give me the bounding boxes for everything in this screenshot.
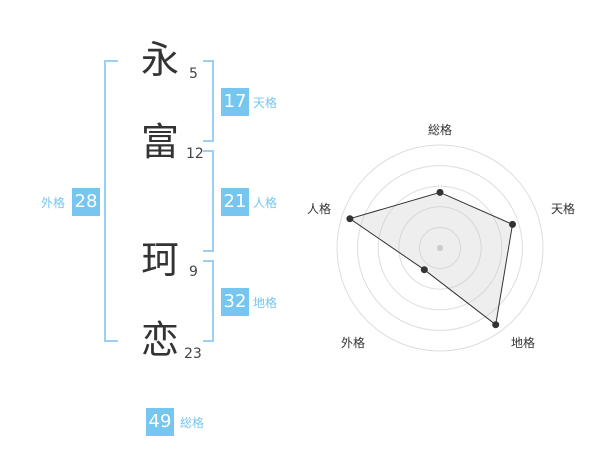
chikaku-value-badge: 32 <box>221 288 249 316</box>
gaikaku-label: 外格 <box>41 196 66 210</box>
gaikaku-value-badge: 28 <box>72 188 100 216</box>
radar-point-3 <box>420 266 428 274</box>
gaikaku-bracket <box>104 60 118 342</box>
fortune-radar-chart <box>336 144 544 352</box>
radar-point-1 <box>509 220 516 228</box>
stroke-count-4: 23 <box>184 346 202 362</box>
radar-point-2 <box>492 321 500 329</box>
tenkaku-value-badge: 17 <box>221 88 249 116</box>
tenkaku-bracket <box>203 60 214 142</box>
radar-grid-ring <box>336 144 544 352</box>
stroke-count-2: 12 <box>186 146 204 162</box>
radar-axis-label-gaikaku: 外格 <box>341 336 366 350</box>
radar-point-0 <box>436 188 444 196</box>
name-char-2: 富 <box>141 120 180 164</box>
radar-point-4 <box>346 215 354 223</box>
tenkaku-label: 天格 <box>253 96 278 110</box>
name-char-3: 珂 <box>141 238 180 282</box>
jinkaku-value-badge: 21 <box>221 188 249 216</box>
stroke-count-1: 5 <box>189 66 198 82</box>
soukaku-value-badge: 49 <box>146 408 174 436</box>
soukaku-label: 総格 <box>180 416 205 430</box>
radar-axis-label-tenkaku: 天格 <box>551 202 576 216</box>
radar-center-dot <box>437 245 443 251</box>
jinkaku-label: 人格 <box>253 196 278 210</box>
chikaku-bracket <box>203 260 214 342</box>
jinkaku-bracket <box>203 150 214 252</box>
radar-grid-ring <box>377 185 503 311</box>
radar-series-polygon <box>348 191 514 326</box>
radar-grid-ring <box>418 226 462 270</box>
name-char-1: 永 <box>141 38 180 82</box>
radar-axis-label-chikaku: 地格 <box>511 336 536 350</box>
chikaku-label: 地格 <box>253 296 278 310</box>
radar-axis-label-jinkaku: 人格 <box>307 202 332 216</box>
radar-grid-ring <box>398 206 482 290</box>
radar-grid-ring <box>357 165 523 331</box>
radar-axis-label-soukaku: 総格 <box>428 123 453 137</box>
stroke-count-3: 9 <box>189 264 198 280</box>
name-char-4: 恋 <box>141 318 180 362</box>
